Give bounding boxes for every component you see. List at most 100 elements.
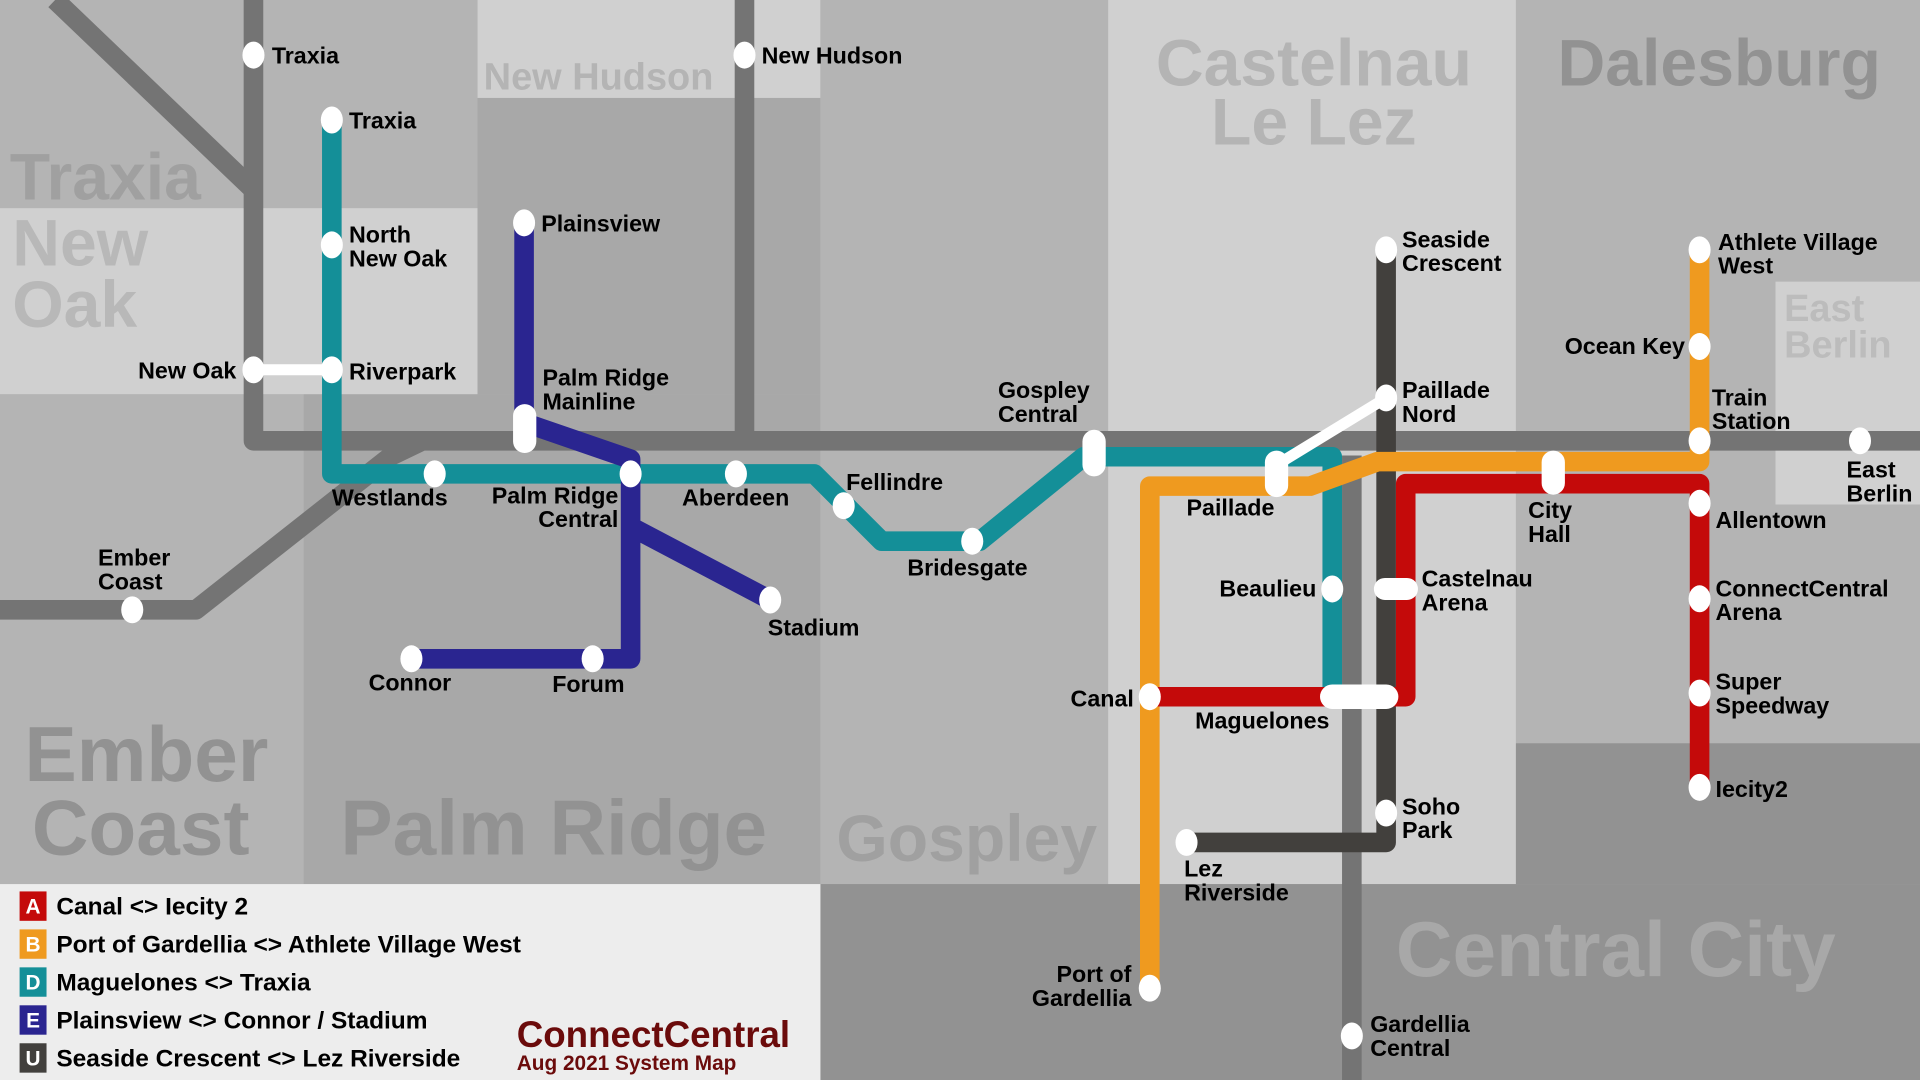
station-label-forum[interactable]: Forum — [552, 671, 624, 697]
station-dot-soho-park[interactable] — [1375, 799, 1398, 827]
station-label-palm-ridge-central[interactable]: Palm Ridge — [492, 482, 619, 508]
station-label-gardellia-central[interactable]: Central — [1370, 1035, 1450, 1061]
station-label-port-of-gardellia[interactable]: Gardellia — [1032, 985, 1133, 1011]
station-label-connor[interactable]: Connor — [369, 670, 452, 696]
station-label-city-hall[interactable]: City — [1528, 497, 1572, 523]
station-label-traxia[interactable]: Traxia — [349, 108, 417, 134]
station-dot-train-station[interactable] — [1688, 427, 1711, 455]
station-label-east-berlin[interactable]: East — [1847, 457, 1896, 483]
station-label-gospley-central[interactable]: Gospley — [998, 377, 1090, 403]
station-label-train-station[interactable]: Train — [1712, 384, 1768, 410]
station-label-aberdeen[interactable]: Aberdeen — [682, 485, 789, 511]
station-dot-paillade-nord[interactable] — [1375, 384, 1398, 412]
station-label-palm-ridge-mainline[interactable]: Mainline — [542, 389, 635, 415]
station-label-lez-riverside[interactable]: Lez — [1184, 856, 1223, 882]
station-dot-east-berlin[interactable] — [1848, 427, 1872, 455]
station-dot-connectcentral-arena[interactable] — [1688, 585, 1711, 613]
station-dot-traxia-gray[interactable] — [242, 41, 265, 69]
legend-panel — [0, 884, 821, 1080]
region-label-traxia: Traxia — [10, 141, 202, 215]
station-label-ocean-key[interactable]: Ocean Key — [1565, 333, 1685, 359]
station-label-allentown[interactable]: Allentown — [1716, 507, 1827, 533]
station-dot-new-oak[interactable] — [242, 356, 265, 384]
station-label-westlands[interactable]: Westlands — [332, 485, 448, 511]
station-dot-westlands[interactable] — [423, 460, 446, 488]
station-dot-lez-riverside[interactable] — [1175, 828, 1198, 856]
station-dot-super-speedway[interactable] — [1688, 679, 1711, 707]
station-label-super-speedway[interactable]: Speedway — [1716, 692, 1830, 718]
station-dot-north-new-oak[interactable] — [320, 231, 343, 259]
station-dot-bridesgate[interactable] — [961, 527, 984, 555]
station-dot-stadium[interactable] — [759, 586, 782, 614]
station-dot-ember-coast[interactable] — [121, 596, 144, 624]
station-label-ember-coast[interactable]: Coast — [98, 569, 163, 595]
station-dot-traxia[interactable] — [320, 106, 343, 134]
station-label-connectcentral-arena[interactable]: ConnectCentral — [1716, 575, 1889, 601]
station-pill-gospley-central[interactable] — [1082, 429, 1106, 477]
station-label-connectcentral-arena[interactable]: Arena — [1716, 599, 1783, 625]
region-label-dalesburg: Dalesburg — [1558, 27, 1881, 101]
station-label-athlete-village-west[interactable]: West — [1718, 253, 1773, 279]
station-label-super-speedway[interactable]: Super — [1716, 668, 1782, 694]
station-label-north-new-oak[interactable]: New Oak — [349, 245, 447, 271]
station-pill-palm-ridge-mainline[interactable] — [513, 404, 537, 454]
station-label-gardellia-central[interactable]: Gardellia — [1370, 1011, 1471, 1037]
station-label-soho-park[interactable]: Park — [1402, 817, 1452, 843]
station-pill-maguelones[interactable] — [1320, 684, 1399, 709]
station-label-new-oak[interactable]: New Oak — [138, 357, 236, 383]
station-label-bridesgate[interactable]: Bridesgate — [907, 555, 1027, 581]
station-label-east-berlin[interactable]: Berlin — [1847, 480, 1913, 506]
station-dot-allentown[interactable] — [1688, 489, 1711, 517]
station-label-beaulieu[interactable]: Beaulieu — [1219, 575, 1316, 601]
station-label-castelnau-arena[interactable]: Castelnau — [1422, 566, 1533, 592]
station-label-ember-coast[interactable]: Ember — [98, 545, 170, 571]
station-label-canal[interactable]: Canal — [1071, 686, 1134, 712]
station-label-iecity2[interactable]: Iecity2 — [1716, 776, 1788, 802]
station-pill-city-hall[interactable] — [1541, 450, 1565, 495]
legend-badge-a — [19, 891, 47, 921]
station-label-castelnau-arena[interactable]: Arena — [1422, 589, 1489, 615]
station-label-paillade[interactable]: Paillade — [1187, 495, 1275, 521]
station-label-athlete-village-west[interactable]: Athlete Village — [1718, 229, 1878, 255]
station-dot-riverpark[interactable] — [320, 356, 343, 384]
station-dot-new-hudson[interactable] — [733, 41, 756, 69]
station-label-palm-ridge-mainline[interactable]: Palm Ridge — [542, 365, 669, 391]
station-label-city-hall[interactable]: Hall — [1528, 521, 1571, 547]
station-label-north-new-oak[interactable]: North — [349, 221, 411, 247]
station-label-fellindre[interactable]: Fellindre — [846, 469, 943, 495]
station-dot-beaulieu[interactable] — [1321, 575, 1344, 603]
station-label-lez-riverside[interactable]: Riverside — [1184, 880, 1289, 906]
station-label-port-of-gardellia[interactable]: Port of — [1057, 961, 1132, 987]
station-label-seaside-crescent[interactable]: Crescent — [1402, 250, 1502, 276]
station-dot-forum[interactable] — [581, 645, 604, 673]
station-label-soho-park[interactable]: Soho — [1402, 793, 1460, 819]
station-dot-seaside-crescent[interactable] — [1375, 236, 1398, 264]
station-dot-connor[interactable] — [400, 645, 423, 673]
station-pill-castelnau-arena[interactable] — [1373, 577, 1418, 600]
station-dot-athlete-village-west[interactable] — [1688, 236, 1711, 264]
station-label-paillade-nord[interactable]: Paillade — [1402, 377, 1490, 403]
station-label-riverpark[interactable]: Riverpark — [349, 359, 456, 385]
region-central-city-east — [1515, 743, 1920, 885]
station-pill-paillade[interactable] — [1264, 450, 1289, 498]
station-dot-ocean-key[interactable] — [1688, 333, 1711, 360]
station-label-traxia-gray[interactable]: Traxia — [272, 43, 340, 69]
station-label-maguelones[interactable]: Maguelones — [1195, 708, 1329, 734]
station-label-train-station[interactable]: Station — [1712, 408, 1791, 434]
station-label-plainsview[interactable]: Plainsview — [541, 210, 661, 236]
station-dot-aberdeen[interactable] — [724, 460, 747, 488]
station-label-palm-ridge-central[interactable]: Central — [538, 506, 618, 532]
station-dot-fellindre[interactable] — [832, 492, 855, 520]
station-dot-iecity2[interactable] — [1688, 773, 1711, 801]
station-label-gospley-central[interactable]: Central — [998, 401, 1078, 427]
station-label-stadium[interactable]: Stadium — [768, 615, 860, 641]
station-label-paillade-nord[interactable]: Nord — [1402, 401, 1456, 427]
station-dot-plainsview[interactable] — [513, 209, 536, 237]
station-label-new-hudson[interactable]: New Hudson — [762, 43, 903, 69]
station-dot-gardellia-central[interactable] — [1340, 1022, 1363, 1050]
station-dot-canal[interactable] — [1138, 683, 1161, 711]
station-dot-palm-ridge-central[interactable] — [619, 460, 642, 488]
station-label-seaside-crescent[interactable]: Seaside — [1402, 226, 1490, 252]
station-dot-port-of-gardellia[interactable] — [1138, 974, 1161, 1002]
